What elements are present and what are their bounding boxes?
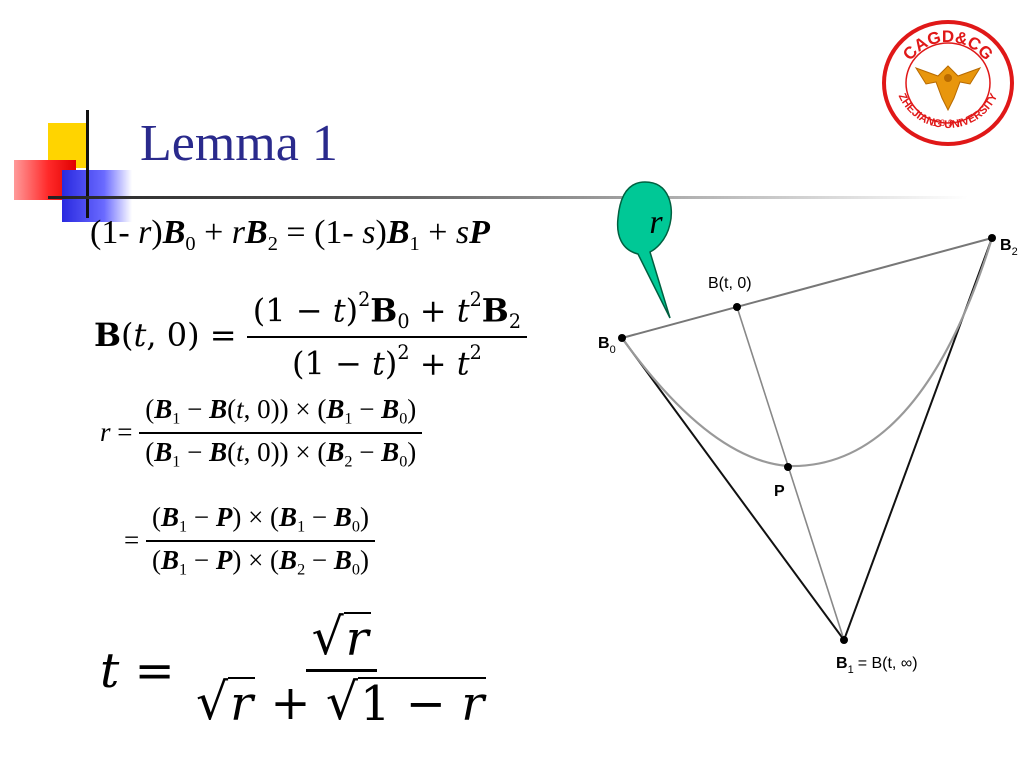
- label-b0: B0: [598, 335, 616, 356]
- university-logo: CAGD&CG ZHEJIANG UNIVERSITY 1897: [882, 20, 1014, 146]
- equation-t: t = √r √r + √1 − r: [100, 607, 487, 732]
- line-bt0-b1: [736, 306, 845, 641]
- equation-b-t0: B(t, 0) = (1 − t)2B0 + t2B2 (1 − t)2 + t…: [94, 288, 528, 382]
- line-b0-b2: [621, 237, 993, 339]
- decor-vertical-line: [86, 110, 89, 218]
- logo-year: 1897: [932, 118, 964, 128]
- label-bt0: B(t, 0): [708, 275, 752, 292]
- point-bt0: [733, 303, 741, 311]
- callout-bubble: [616, 181, 673, 319]
- equation-combination: (1- r)B0 + rB2 = (1- s)B1 + sP: [90, 214, 490, 256]
- point-b1: [840, 636, 848, 644]
- bezier-diagram: B2 B0 B(t, 0) P B1= B(t, ∞): [598, 234, 1018, 676]
- title-underline: [48, 196, 968, 199]
- eagle-icon: [914, 65, 982, 112]
- line-b0-b1: [621, 337, 845, 641]
- label-p: P: [774, 483, 785, 500]
- point-p: [784, 463, 792, 471]
- equation-r: r = (B1 − B(t, 0)) × (B1 − B0) (B1 − B(t…: [100, 394, 423, 471]
- equation-r-simplified: = (B1 − P) × (B1 − B0) (B1 − P) × (B2 − …: [124, 502, 375, 579]
- conic-arc: [621, 237, 994, 468]
- label-b2: B2: [1000, 237, 1018, 258]
- slide-title: Lemma 1: [140, 115, 338, 172]
- point-b0: [618, 334, 626, 342]
- label-b1: B1= B(t, ∞): [836, 655, 918, 676]
- point-b2: [988, 234, 996, 242]
- callout-label: r: [649, 204, 663, 241]
